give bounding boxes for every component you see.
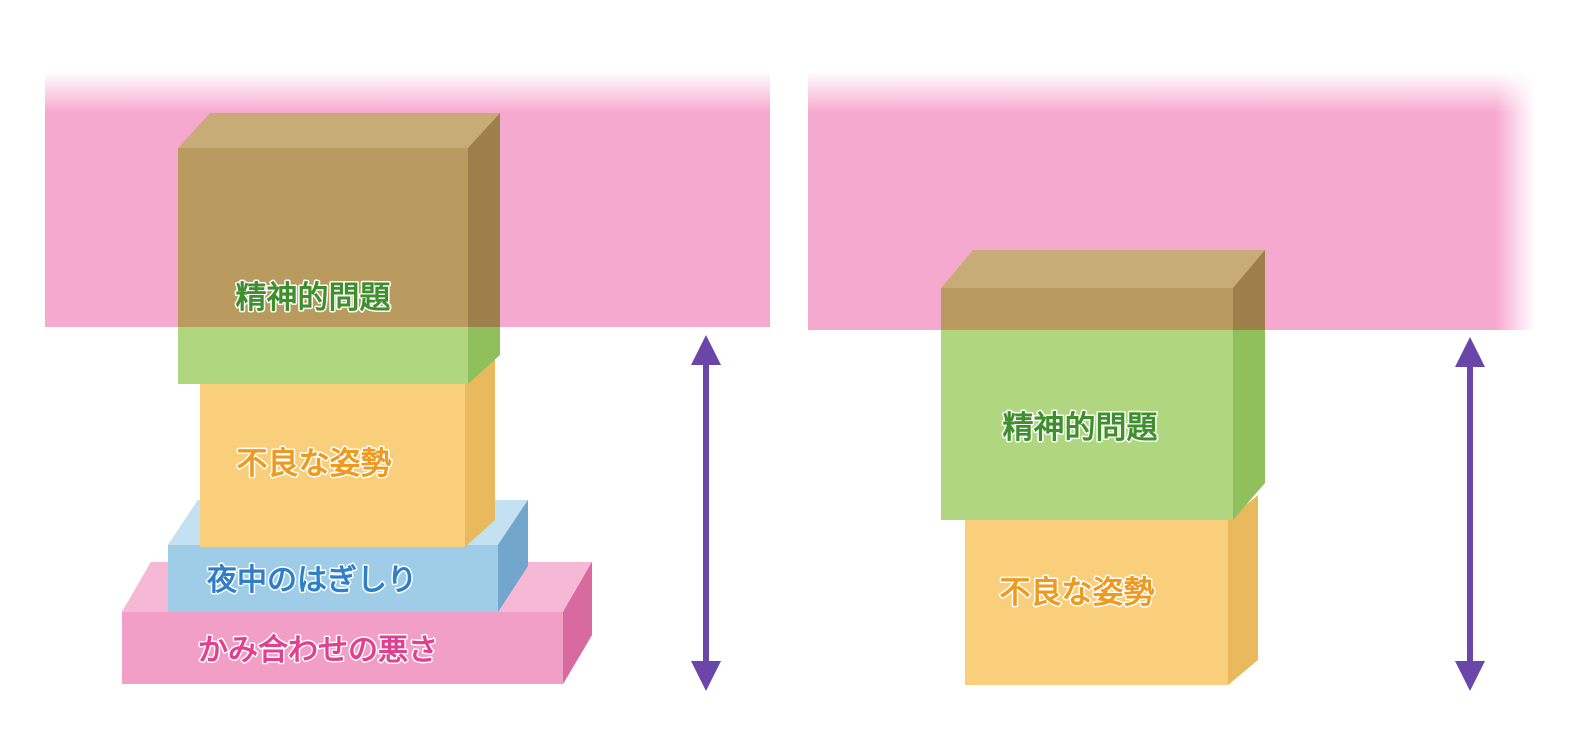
label-bad-posture-right: 不良な姿勢 [1000, 575, 1155, 611]
block-bad-posture-right [965, 495, 1258, 685]
block-mental-issues [178, 113, 500, 384]
right-band-edge-fade [1495, 72, 1535, 330]
left-diagram: 精神的問題 不良な姿勢 夜中のはぎしり かみ合わせの悪さ [45, 72, 770, 691]
right-diagram: 精神的問題 不良な姿勢 [808, 72, 1535, 691]
right-band-fade [808, 72, 1535, 112]
label-night-grinding: 夜中のはぎしり [206, 563, 417, 598]
label-bad-posture: 不良な姿勢 [237, 446, 392, 482]
left-band-fade [45, 72, 770, 112]
label-mental-issues-right: 精神的問題 [1003, 410, 1158, 446]
label-bad-bite: かみ合わせの悪さ [198, 633, 438, 668]
block-mental-issues-right [941, 250, 1265, 520]
label-mental-issues: 精神的問題 [236, 280, 391, 316]
